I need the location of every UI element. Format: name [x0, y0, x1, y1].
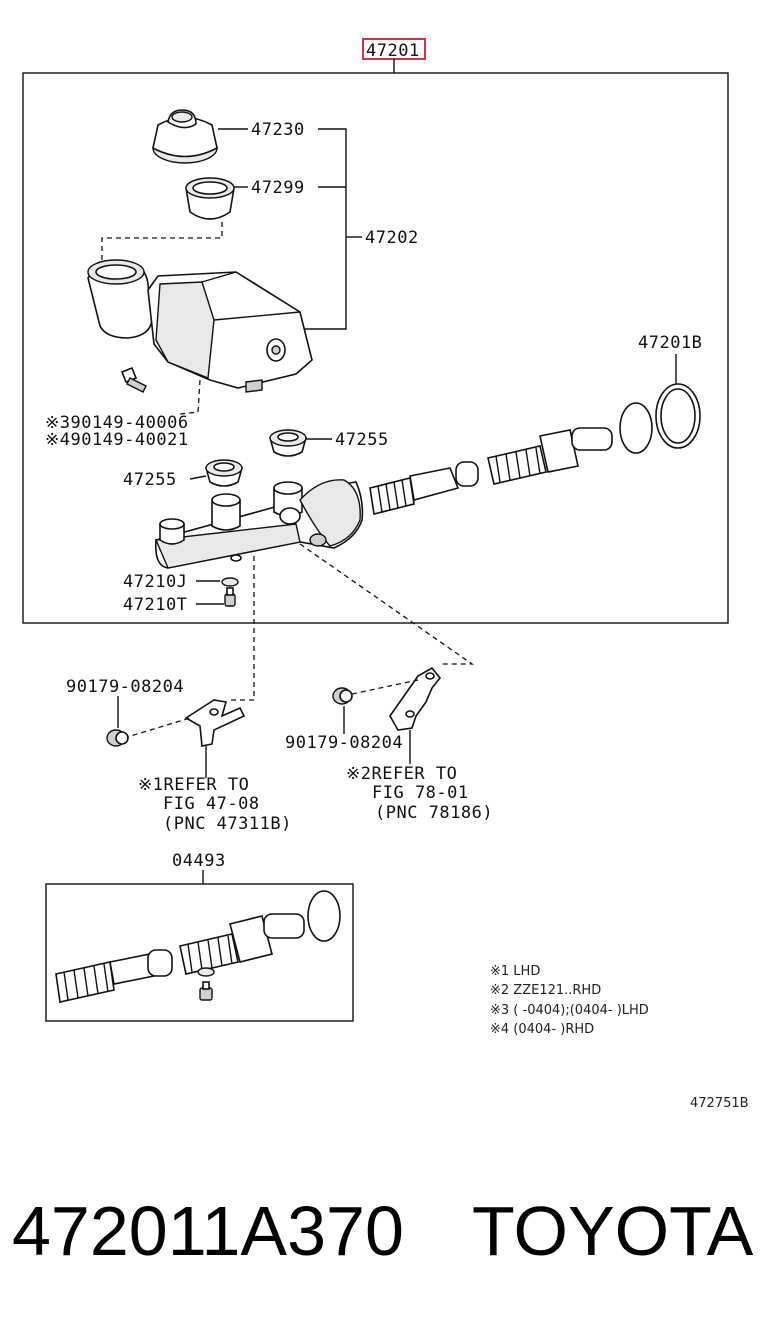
bracket-right[interactable]: [389, 666, 442, 731]
note-2: ※2 ZZE121..RHD: [490, 983, 601, 998]
main-assembly-frame: [22, 72, 729, 624]
grommet-47255-lower[interactable]: [204, 459, 244, 487]
reservoir-tank-47202[interactable]: [87, 259, 313, 393]
refer-left-line3: (PNC 47311B): [163, 814, 292, 834]
refer-right-line1[interactable]: ※2REFER TO: [346, 764, 457, 784]
footer-brand: TOYOTA: [472, 1192, 754, 1270]
label-47255-lower: 47255: [123, 470, 177, 490]
note-1: ※1 LHD: [490, 964, 540, 979]
note-4: ※4 (0404- )RHD: [490, 1022, 594, 1037]
label-bolt-lhd: ※390149-40006: [45, 413, 189, 433]
diagram-code: 472751B: [690, 1096, 749, 1111]
nut-left[interactable]: [106, 729, 129, 747]
washer-47210J[interactable]: [221, 577, 239, 587]
kit-o-ring[interactable]: [307, 890, 341, 942]
note-3: ※3 ( -0404);(0404- )LHD: [490, 1003, 649, 1018]
label-nut-left: 90179-08204: [66, 677, 184, 697]
label-nut-right: 90179-08204: [285, 733, 403, 753]
bracket-left[interactable]: [184, 699, 246, 747]
label-47299: 47299: [251, 178, 305, 198]
grommet-47255-upper[interactable]: [268, 429, 308, 457]
label-bolt-rhd: ※490149-40021: [45, 430, 189, 450]
repair-kit-frame[interactable]: [45, 883, 354, 1022]
strainer-47299[interactable]: [185, 177, 235, 220]
reservoir-cap-47230[interactable]: [152, 109, 218, 164]
o-ring-inner[interactable]: [619, 402, 653, 454]
kit-secondary-piston[interactable]: [179, 913, 305, 975]
nut-right[interactable]: [332, 687, 353, 705]
refer-left-line1[interactable]: ※1REFER TO: [138, 775, 249, 795]
kit-primary-piston[interactable]: [55, 949, 173, 1003]
label-47210T: 47210T: [123, 595, 187, 615]
header-part-label: 47201: [366, 41, 420, 61]
label-47202: 47202: [365, 228, 419, 248]
primary-piston-spring[interactable]: [369, 461, 479, 515]
kit-washer[interactable]: [197, 967, 215, 977]
label-47201B: 47201B: [638, 333, 702, 353]
master-cylinder-body[interactable]: [154, 479, 364, 569]
footer-part-number: 472011A370: [12, 1192, 404, 1270]
reservoir-bolt[interactable]: [120, 366, 147, 393]
refer-left-line2: FIG 47-08: [163, 794, 260, 814]
kit-bleeder[interactable]: [199, 981, 213, 1001]
refer-right-line3: (PNC 78186): [375, 803, 493, 823]
label-47230: 47230: [251, 120, 305, 140]
label-47255-upper: 47255: [335, 430, 389, 450]
label-04493: 04493: [172, 851, 226, 871]
refer-right-line2: FIG 78-01: [372, 783, 469, 803]
label-47210J: 47210J: [123, 572, 187, 592]
header-part-number[interactable]: 47201: [362, 38, 426, 61]
secondary-piston-spring[interactable]: [487, 427, 613, 485]
bleeder-47210T[interactable]: [224, 587, 236, 607]
o-ring-47201B[interactable]: [655, 383, 701, 449]
